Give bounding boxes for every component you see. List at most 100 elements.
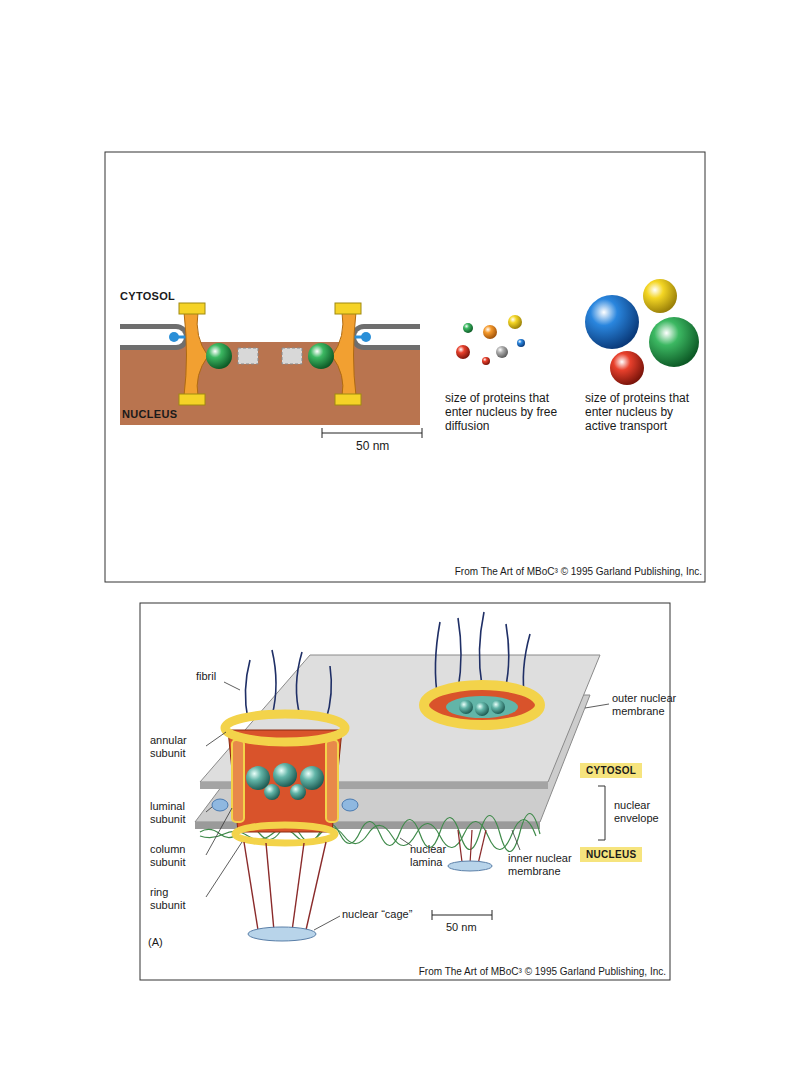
region-label: NUCLEUS	[122, 408, 177, 421]
leader-line	[512, 830, 520, 850]
part-label: column subunit	[150, 843, 204, 868]
panel-frame	[105, 152, 705, 582]
pore-cross-section	[179, 394, 205, 405]
cutaway-pore	[248, 927, 316, 941]
nuclear-lamina	[200, 819, 536, 849]
small-proteins	[517, 339, 525, 347]
cutaway-pore	[326, 666, 331, 720]
pore-cross-section	[308, 343, 334, 369]
pore-cross-section	[206, 343, 232, 369]
cutaway-pore	[296, 652, 302, 716]
scale-bar	[432, 915, 492, 916]
pore-cross-section	[169, 332, 179, 342]
large-proteins	[585, 279, 699, 385]
cutaway-pore	[306, 842, 326, 930]
leader-line	[585, 704, 609, 708]
scale-label: 50 nm	[356, 440, 389, 454]
envelope-bracket	[598, 786, 605, 840]
region-tag-text: NUCLEUS	[586, 849, 636, 860]
pore-cross-section	[238, 348, 258, 364]
region-tag: CYTOSOL	[580, 763, 642, 778]
cutaway-pore	[245, 650, 331, 720]
pore-cross-section	[361, 332, 371, 342]
panel-frame	[140, 603, 670, 980]
scale-bar	[432, 910, 492, 920]
cutaway-pore	[225, 714, 345, 742]
cutaway-pore	[212, 650, 358, 941]
cutaway-pore	[235, 825, 335, 843]
cutaway-pore	[245, 660, 250, 720]
large-proteins	[643, 279, 677, 313]
pore-cross-section	[120, 329, 184, 345]
top-pore	[478, 830, 486, 864]
scale-label: 50 nm	[446, 921, 477, 934]
scale-bar	[322, 428, 422, 438]
pore-cross-section	[120, 324, 189, 350]
leader-line	[314, 916, 340, 930]
pore-cross-section	[332, 312, 356, 396]
region-label: CYTOSOL	[120, 290, 175, 303]
top-pore	[458, 618, 461, 690]
small-proteins	[496, 346, 508, 358]
top-pore	[459, 700, 473, 714]
part-label: luminal subunit	[150, 800, 204, 825]
leader-line	[206, 808, 232, 855]
pore-cross-section	[184, 312, 208, 396]
pore-cross-section	[120, 342, 420, 425]
cutaway-pore	[273, 763, 297, 787]
envelope-bracket	[598, 786, 605, 840]
panel-frame	[140, 603, 670, 980]
small-proteins	[456, 315, 525, 365]
leader-line	[206, 807, 212, 812]
pore-cross-section	[335, 394, 361, 405]
cutaway-pore	[292, 843, 304, 931]
cutaway-pore	[342, 799, 358, 811]
part-label: nuclear “cage”	[342, 908, 412, 921]
large-proteins	[585, 295, 639, 349]
cutaway-pore	[244, 842, 258, 930]
top-pore	[470, 830, 472, 864]
part-label: nuclear lamina	[410, 843, 458, 868]
scale-bar	[432, 910, 433, 920]
large-proteins	[610, 351, 644, 385]
pore-cross-section	[351, 324, 420, 350]
part-label: ring subunit	[150, 886, 204, 911]
leader-line	[224, 682, 240, 690]
scale-bar	[422, 428, 423, 438]
cutaway-pore	[246, 766, 270, 790]
pore-cross-section	[179, 303, 205, 314]
top-pore	[448, 861, 492, 871]
top-pore	[424, 685, 540, 725]
scale-bar	[322, 433, 422, 434]
caption-note: size of proteins that enter nucleus by f…	[445, 392, 559, 433]
small-proteins	[456, 345, 470, 359]
leader-line	[206, 842, 242, 897]
top-pore	[491, 700, 505, 714]
small-proteins	[482, 357, 490, 365]
part-label: fibril	[196, 670, 216, 683]
cutaway-pore	[244, 842, 326, 931]
part-label: annular subunit	[150, 734, 204, 759]
pore-cross-section	[282, 348, 302, 364]
scale-bar	[322, 428, 323, 438]
region-tag: NUCLEUS	[580, 847, 642, 862]
small-proteins	[508, 315, 522, 329]
scale-bar	[492, 910, 493, 920]
caption-note: size of proteins that enter nucleus by a…	[585, 392, 699, 433]
top-pore	[424, 612, 540, 871]
pore-cross-section	[120, 303, 420, 425]
top-pore	[458, 830, 462, 862]
leader-line	[206, 682, 609, 930]
panel-frame	[105, 152, 705, 582]
top-pore	[458, 830, 486, 864]
pore-cross-section	[356, 329, 420, 345]
large-proteins	[649, 317, 699, 367]
top-pore	[446, 696, 518, 718]
cutaway-pore	[326, 740, 338, 822]
top-pore	[479, 612, 484, 686]
part-label: inner nuclear membrane	[508, 852, 588, 877]
cutaway-pore	[212, 799, 228, 811]
cutaway-pore	[272, 650, 276, 716]
region-tag-text: CYTOSOL	[586, 765, 636, 776]
